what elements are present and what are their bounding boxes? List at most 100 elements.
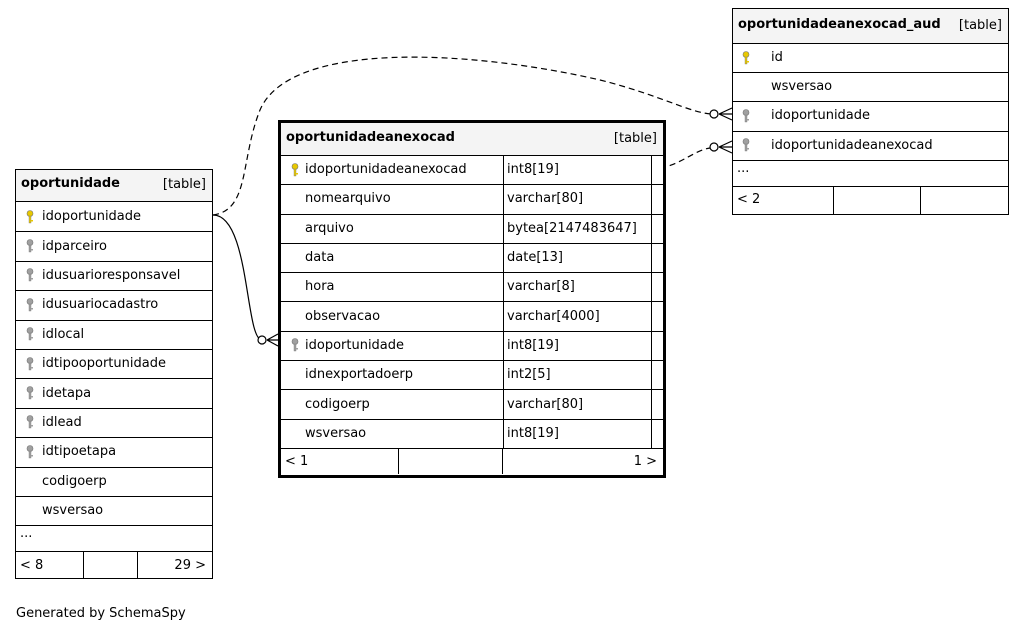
column-name: idusuariocadastro — [42, 297, 159, 313]
column-name: idoportunidade — [771, 108, 871, 124]
column-row-wsversao[interactable]: wsversao — [16, 496, 212, 527]
column-name: wsversao — [42, 503, 104, 519]
foreign-key-icon — [741, 138, 751, 152]
column-name: idoportunidade — [305, 337, 405, 353]
column-row-idoportunidade[interactable]: idoportunidade — [16, 202, 212, 233]
parents-count[interactable]: < 1 — [285, 453, 309, 469]
foreign-key-icon — [25, 327, 35, 341]
footer-divider — [137, 551, 138, 580]
column-name: idparceiro — [42, 238, 107, 254]
edge-crowfoot — [718, 140, 733, 154]
more-columns-row[interactable]: ... — [16, 525, 212, 553]
column-row-idtipoetapa[interactable]: idtipoetapa — [16, 437, 212, 468]
column-name: data — [305, 250, 335, 266]
column-name: wsversao — [305, 425, 367, 441]
parents-count[interactable]: < 2 — [737, 192, 761, 208]
column-row-idoportunidade[interactable]: idoportunidade — [733, 101, 1008, 132]
column-row-idetapa[interactable]: idetapa — [16, 378, 212, 409]
column-name: idtipoetapa — [42, 444, 117, 460]
column-type: varchar[80] — [507, 396, 584, 412]
column-name: wsversao — [771, 79, 833, 95]
column-name: idlocal — [42, 326, 85, 342]
column-row-idparceiro[interactable]: idparceiro — [16, 231, 212, 262]
column-name: id — [771, 50, 783, 66]
column-type: int8[19] — [507, 425, 559, 441]
column-name: idtipooportunidade — [42, 356, 166, 372]
column-row-idusuarioresponsavel[interactable]: idusuarioresponsavel — [16, 261, 212, 292]
column-row-codigoerp[interactable]: codigoerp varchar[80] — [281, 389, 663, 420]
footer-divider — [833, 185, 834, 214]
column-name: observacao — [305, 308, 381, 324]
column-row-data[interactable]: data date[13] — [281, 243, 663, 274]
table-name: oportunidadeanexocad — [286, 130, 455, 145]
column-name: codigoerp — [305, 396, 370, 412]
foreign-key-icon — [25, 298, 35, 312]
table-kind: [table] — [958, 18, 1002, 33]
table-header: oportunidade [table] — [16, 170, 212, 202]
column-type: int2[5] — [507, 367, 551, 383]
column-row-idusuariocadastro[interactable]: idusuariocadastro — [16, 290, 212, 321]
column-row-idnexportadoerp[interactable]: idnexportadoerp int2[5] — [281, 360, 663, 391]
column-row-id[interactable]: id — [733, 43, 1008, 74]
column-row-wsversao[interactable]: wsversao int8[19] — [281, 419, 663, 449]
column-type: varchar[80] — [507, 191, 584, 207]
column-row-codigoerp[interactable]: codigoerp — [16, 467, 212, 497]
column-name: arquivo — [305, 220, 354, 236]
foreign-key-icon — [25, 356, 35, 371]
children-count[interactable]: 1 > — [633, 453, 657, 469]
column-row-idoportunidadeanexocad[interactable]: idoportunidadeanexocad int8[19] — [281, 155, 663, 186]
column-name: idoportunidadeanexocad — [771, 137, 933, 153]
table-oportunidadeanexocad-aud[interactable]: oportunidadeanexocad_aud [table] id wsver… — [732, 8, 1009, 215]
foreign-key-icon — [25, 386, 35, 400]
table-kind: [table] — [613, 131, 657, 146]
edge-crowfoot — [266, 333, 279, 347]
column-row-idtipooportunidade[interactable]: idtipooportunidade — [16, 349, 212, 380]
table-kind: [table] — [162, 177, 206, 192]
edge-oportunidade-anexocad — [212, 214, 263, 341]
column-row-idoportunidadeanexocad[interactable]: idoportunidadeanexocad — [733, 131, 1008, 161]
scroll-column-divider — [651, 155, 652, 448]
column-row-wsversao[interactable]: wsversao — [733, 72, 1008, 103]
table-header: oportunidadeanexocad [table] — [281, 123, 663, 156]
more-columns-indicator: ... — [20, 526, 33, 542]
table-oportunidade[interactable]: oportunidade [table] idoportunidade idpar… — [15, 169, 213, 580]
column-name: idetapa — [42, 385, 92, 401]
column-type: int8[19] — [507, 337, 559, 353]
footer-divider — [502, 448, 503, 474]
edge-oportunidade-aud — [212, 56, 713, 216]
column-row-observacao[interactable]: observacao varchar[4000] — [281, 302, 663, 332]
table-name: oportunidadeanexocad_aud — [738, 17, 941, 32]
column-type: date[13] — [507, 250, 563, 266]
column-type: varchar[4000] — [507, 308, 600, 324]
column-name: idlead — [42, 414, 82, 430]
children-count[interactable]: 29 > — [174, 557, 206, 573]
table-name: oportunidade — [21, 176, 120, 191]
column-row-idlead[interactable]: idlead — [16, 408, 212, 439]
column-type: int8[19] — [507, 162, 559, 178]
column-name: idusuarioresponsavel — [42, 267, 181, 283]
footer-divider — [83, 551, 84, 580]
more-columns-row[interactable]: ... — [733, 160, 1008, 187]
footer-divider — [920, 185, 921, 214]
primary-key-icon — [25, 209, 35, 224]
table-oportunidadeanexocad[interactable]: oportunidadeanexocad [table] idoportunid… — [278, 120, 666, 478]
parents-count[interactable]: < 8 — [20, 557, 44, 573]
edge-crowfoot — [718, 107, 733, 121]
primary-key-icon — [741, 50, 751, 65]
foreign-key-icon — [25, 415, 35, 429]
table-footer: < 8 29 > — [16, 551, 212, 580]
column-name: idoportunidadeanexocad — [305, 162, 467, 178]
column-row-idlocal[interactable]: idlocal — [16, 320, 212, 350]
edge-end-circle — [709, 109, 719, 119]
edge-anexocad-aud — [659, 147, 711, 169]
foreign-key-icon — [290, 338, 300, 352]
column-row-idoportunidade[interactable]: idoportunidade int8[19] — [281, 331, 663, 362]
column-name: hora — [305, 279, 335, 295]
more-columns-indicator: ... — [737, 160, 750, 176]
column-name: idnexportadoerp — [305, 367, 413, 383]
edge-end-circle — [709, 142, 719, 152]
